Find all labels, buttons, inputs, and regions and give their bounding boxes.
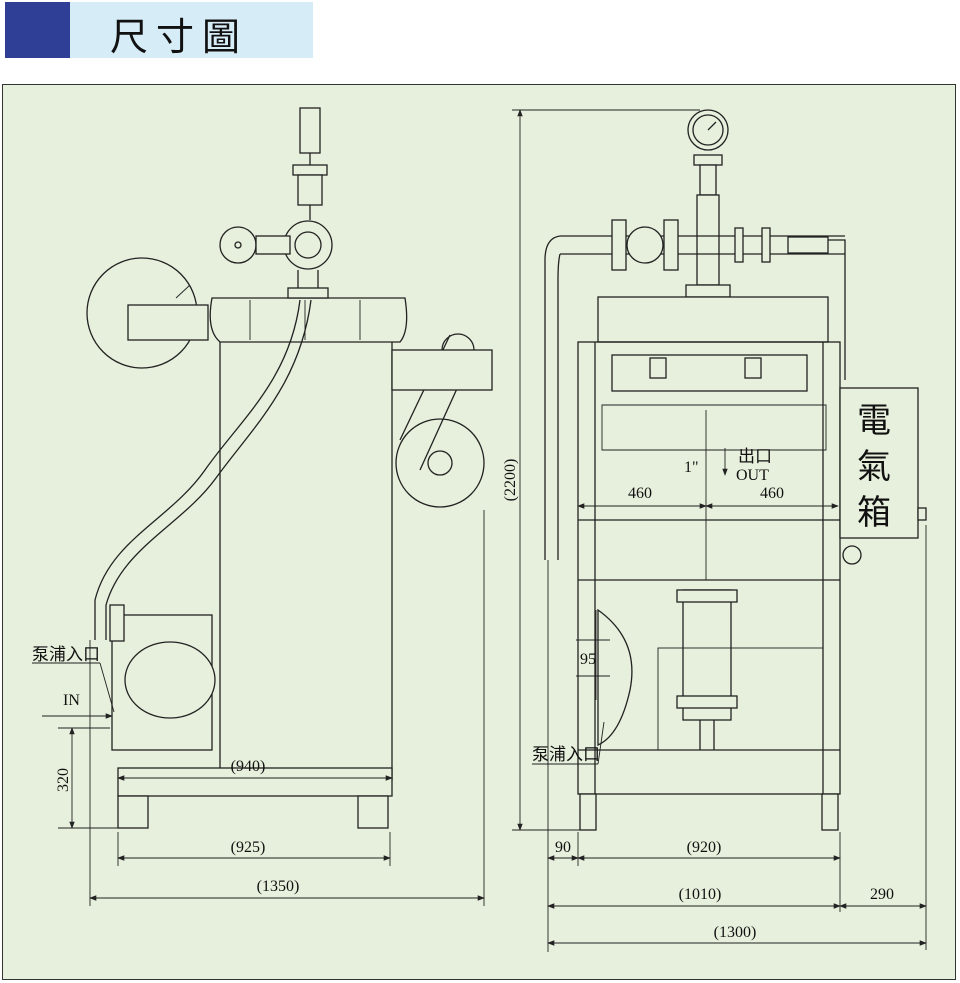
dim-920: (920) xyxy=(687,839,722,856)
dim-1300: (1300) xyxy=(714,924,757,941)
frame-right xyxy=(577,341,841,795)
header-accent-block xyxy=(5,2,70,58)
dim-460-a: 460 xyxy=(628,485,652,502)
tank-body xyxy=(219,339,393,781)
pump-right xyxy=(597,608,633,747)
tank-head xyxy=(209,297,408,343)
dim-1010: (1010) xyxy=(679,886,722,903)
outlet-label-cn: 出口 xyxy=(738,447,772,467)
left-side-view: IN 泵浦入口 320 (940) (925) (1350) xyxy=(32,107,493,906)
base-frame-left xyxy=(117,767,393,797)
dim-290: 290 xyxy=(870,886,894,903)
outlet-label-en: OUT xyxy=(736,467,769,484)
dim-925: (925) xyxy=(231,839,266,856)
pipe-size-label: 1" xyxy=(684,459,699,476)
header-band xyxy=(70,2,313,58)
page-title: 尺寸圖 xyxy=(110,15,249,59)
electric-box-label-2: 氣 xyxy=(857,447,891,487)
dim-2200: (2200) xyxy=(502,459,519,502)
header: 尺寸圖 xyxy=(0,0,315,60)
electric-box-label-3: 箱 xyxy=(857,493,891,533)
inlet-label: IN xyxy=(63,692,80,709)
electric-box-label-1: 電 xyxy=(857,401,891,441)
hose xyxy=(94,299,301,640)
right-front-view: (2200) xyxy=(502,109,927,952)
dim-95: 95 xyxy=(580,651,596,668)
electric-box xyxy=(839,387,919,539)
pressure-gauge-left xyxy=(299,107,321,154)
dim-90: 90 xyxy=(555,839,571,856)
dim-320: 320 xyxy=(55,768,72,792)
pump-inlet-label-right: 泵浦入口 xyxy=(532,745,600,765)
dim-460-b: 460 xyxy=(760,485,784,502)
dim-1350: (1350) xyxy=(257,878,300,895)
pump-inlet-label-left: 泵浦入口 xyxy=(32,645,100,665)
tank-head-right xyxy=(597,296,829,343)
dim-940: (940) xyxy=(231,758,266,775)
